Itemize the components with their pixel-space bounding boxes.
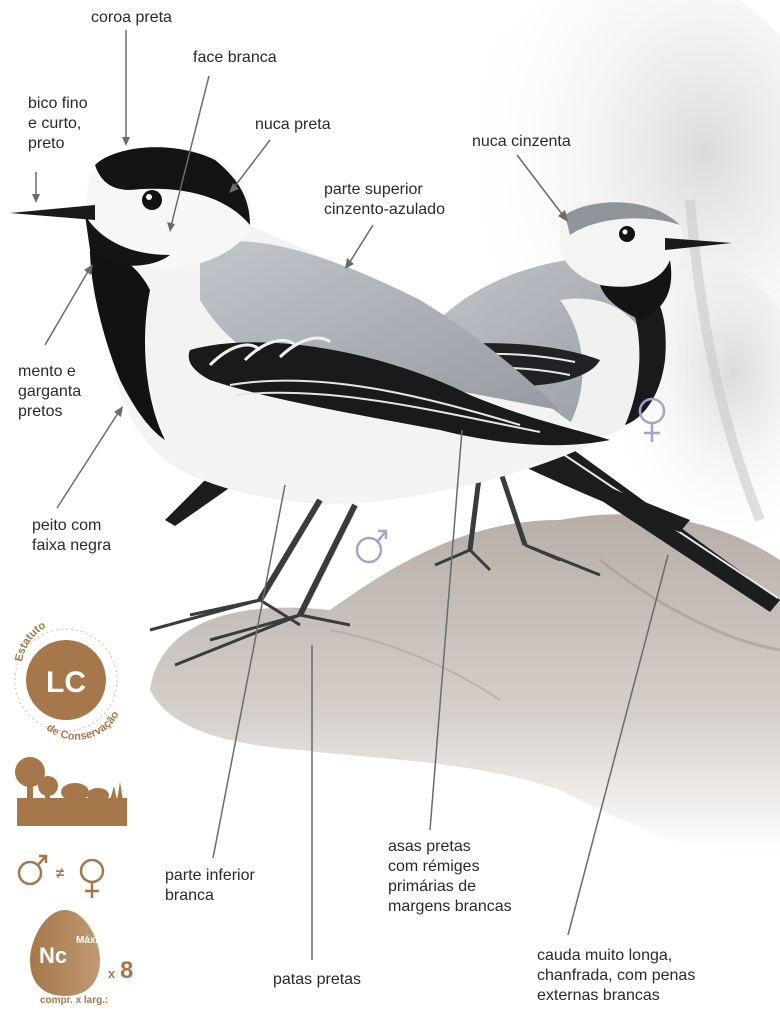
clutch-multiplier: x xyxy=(108,966,116,981)
not-equal-sign: ≠ xyxy=(56,865,65,882)
clutch-max-value: 8 xyxy=(120,957,133,984)
label-legs: patas pretas xyxy=(273,970,361,990)
dimorphism-icon: ≠ xyxy=(19,856,103,898)
label-bill: bico fino e curto, preto xyxy=(28,94,88,154)
label-nape-female: nuca cinzenta xyxy=(472,132,571,152)
rock-perch xyxy=(150,514,780,852)
label-underparts: parte inferior branca xyxy=(165,866,255,906)
clutch-dims-label: compr. x larg.: xyxy=(40,995,108,1006)
conservation-status-badge: LC Estatuto de Conservação xyxy=(13,619,124,743)
habitat-icon xyxy=(15,757,127,826)
clutch-code: Nc xyxy=(39,943,67,968)
label-breast: peito com faixa negra xyxy=(32,516,111,556)
label-upperparts: parte superior cinzento-azulado xyxy=(324,180,445,220)
status-code: LC xyxy=(46,666,86,699)
male-symbol xyxy=(357,531,386,562)
label-face: face branca xyxy=(193,48,277,68)
label-tail: cauda muito longa, chanfrada, com penas … xyxy=(537,946,695,1006)
label-crown: coroa preta xyxy=(91,8,172,28)
clutch-badge: Nc Máximo x 8 compr. x larg.: xyxy=(30,910,133,1006)
clutch-max-label: Máximo xyxy=(76,935,113,946)
label-chin: mento e garganta pretos xyxy=(18,362,81,422)
label-wings: asas pretas com rémiges primárias de mar… xyxy=(388,837,512,917)
label-nape-male: nuca preta xyxy=(255,115,331,135)
